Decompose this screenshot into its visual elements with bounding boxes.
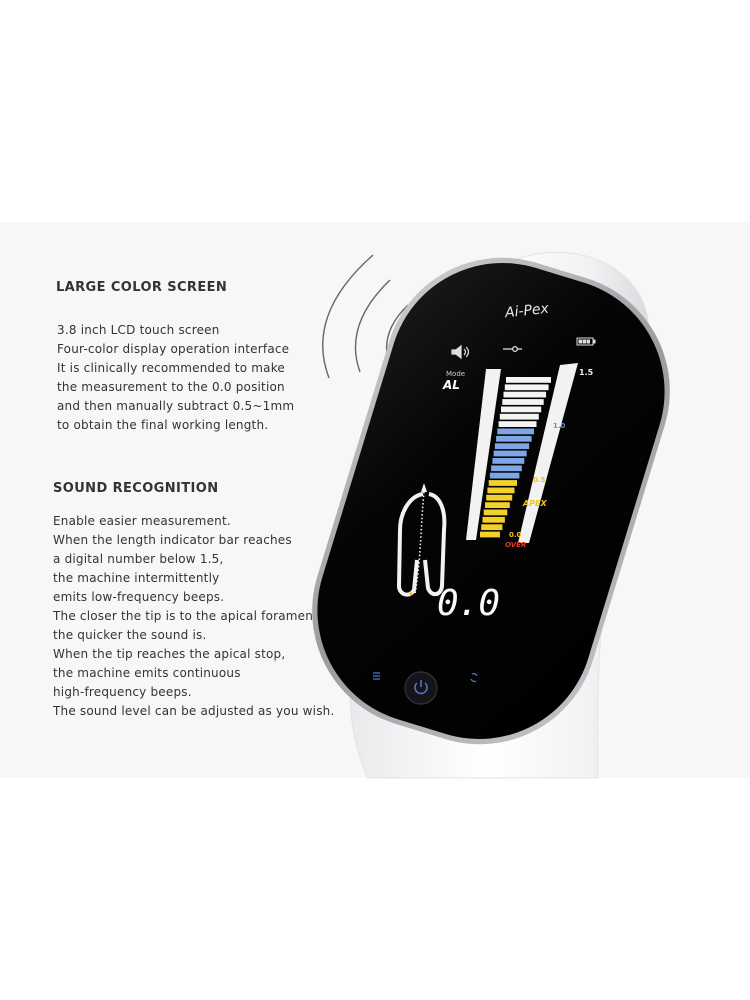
length-reading: 0.0	[437, 583, 500, 624]
scale-label-top: 1.5	[579, 368, 594, 377]
section-text-sound: Enable easier measurement. When the leng…	[53, 512, 335, 721]
text-line: and then manually subtract 0.5~1mm	[57, 399, 295, 413]
text-line: a digital number below 1.5,	[53, 552, 224, 566]
text-line: the measurement to the 0.0 position	[57, 380, 285, 394]
scale-bar-segment	[503, 391, 547, 398]
scale-bar-segment	[486, 494, 513, 501]
refresh-icon	[470, 672, 478, 683]
file-connector-icon	[503, 345, 522, 353]
text-line: Four-color display operation interface	[57, 342, 290, 356]
scale-frame-left	[466, 369, 501, 540]
scale-label-blue: 1.0	[553, 422, 566, 430]
section-text-screen: 3.8 inch LCD touch screen Four-color dis…	[57, 321, 294, 435]
text-line: 3.8 inch LCD touch screen	[57, 323, 220, 337]
scale-bar-segment	[497, 428, 534, 435]
power-button	[404, 671, 438, 705]
text-line: to obtain the final working length.	[57, 418, 269, 432]
text-line: emits low-frequency beeps.	[53, 590, 225, 604]
file-tip-icon	[421, 483, 427, 492]
mode-label: Mode	[446, 370, 466, 378]
scale-bar-segment	[481, 524, 503, 531]
scale-label-over: OVER	[505, 541, 527, 549]
scale-frame-right	[518, 363, 578, 543]
scale-bar-segment	[485, 502, 510, 508]
text-line: When the length indicator bar reaches	[53, 533, 292, 547]
scale-label-apex: APEX	[523, 499, 547, 508]
scale-bar-segment	[506, 377, 551, 383]
text-line: The sound level can be adjusted as you w…	[53, 704, 335, 718]
scale-bars	[480, 377, 551, 538]
scale-bar-segment	[499, 413, 539, 420]
scale-bar-segment	[491, 465, 522, 472]
root-canal-indicator	[414, 491, 425, 595]
apex-marker	[409, 592, 413, 596]
scale-bar-segment	[488, 480, 517, 486]
scale-bar-segment	[494, 443, 530, 450]
text-line: It is clinically recommended to make	[57, 361, 285, 375]
text-line: When the tip reaches the apical stop,	[53, 647, 286, 661]
scale-label-zero: 0.0	[509, 531, 522, 539]
battery-icon	[576, 337, 596, 346]
text-line: The closer the tip is to the apical fora…	[53, 609, 318, 623]
text-line: high-frequency beeps.	[53, 685, 192, 699]
scale-bar-segment	[504, 384, 549, 391]
scale-bar-segment	[480, 531, 500, 538]
scale-label-yellow: 0.5	[533, 476, 546, 484]
speaker-icon	[451, 344, 470, 360]
section-heading-screen: LARGE COLOR SCREEN	[56, 280, 228, 295]
scale-bar-segment	[493, 450, 527, 457]
scale-bar-segment	[501, 406, 542, 413]
menu-icon	[373, 672, 380, 680]
scale-bar-segment	[502, 399, 544, 405]
text-line: the machine intermittently	[53, 571, 220, 585]
scale-bar-segment	[489, 472, 520, 479]
scale-bar-segment	[492, 458, 525, 464]
scale-bar-segment	[496, 435, 532, 442]
text-line: the machine emits continuous	[53, 666, 241, 680]
screen-glass	[317, 263, 665, 739]
scale-bar-segment	[498, 421, 537, 427]
scale-bar-segment	[482, 516, 505, 523]
text-line: Enable easier measurement.	[53, 514, 231, 528]
mode-value: AL	[443, 378, 460, 392]
power-icon	[414, 680, 428, 695]
scale-bar-segment	[487, 487, 515, 494]
scale-bar-segment	[483, 509, 508, 516]
section-heading-sound: SOUND RECOGNITION	[53, 481, 219, 496]
text-line: the quicker the sound is.	[53, 628, 207, 642]
